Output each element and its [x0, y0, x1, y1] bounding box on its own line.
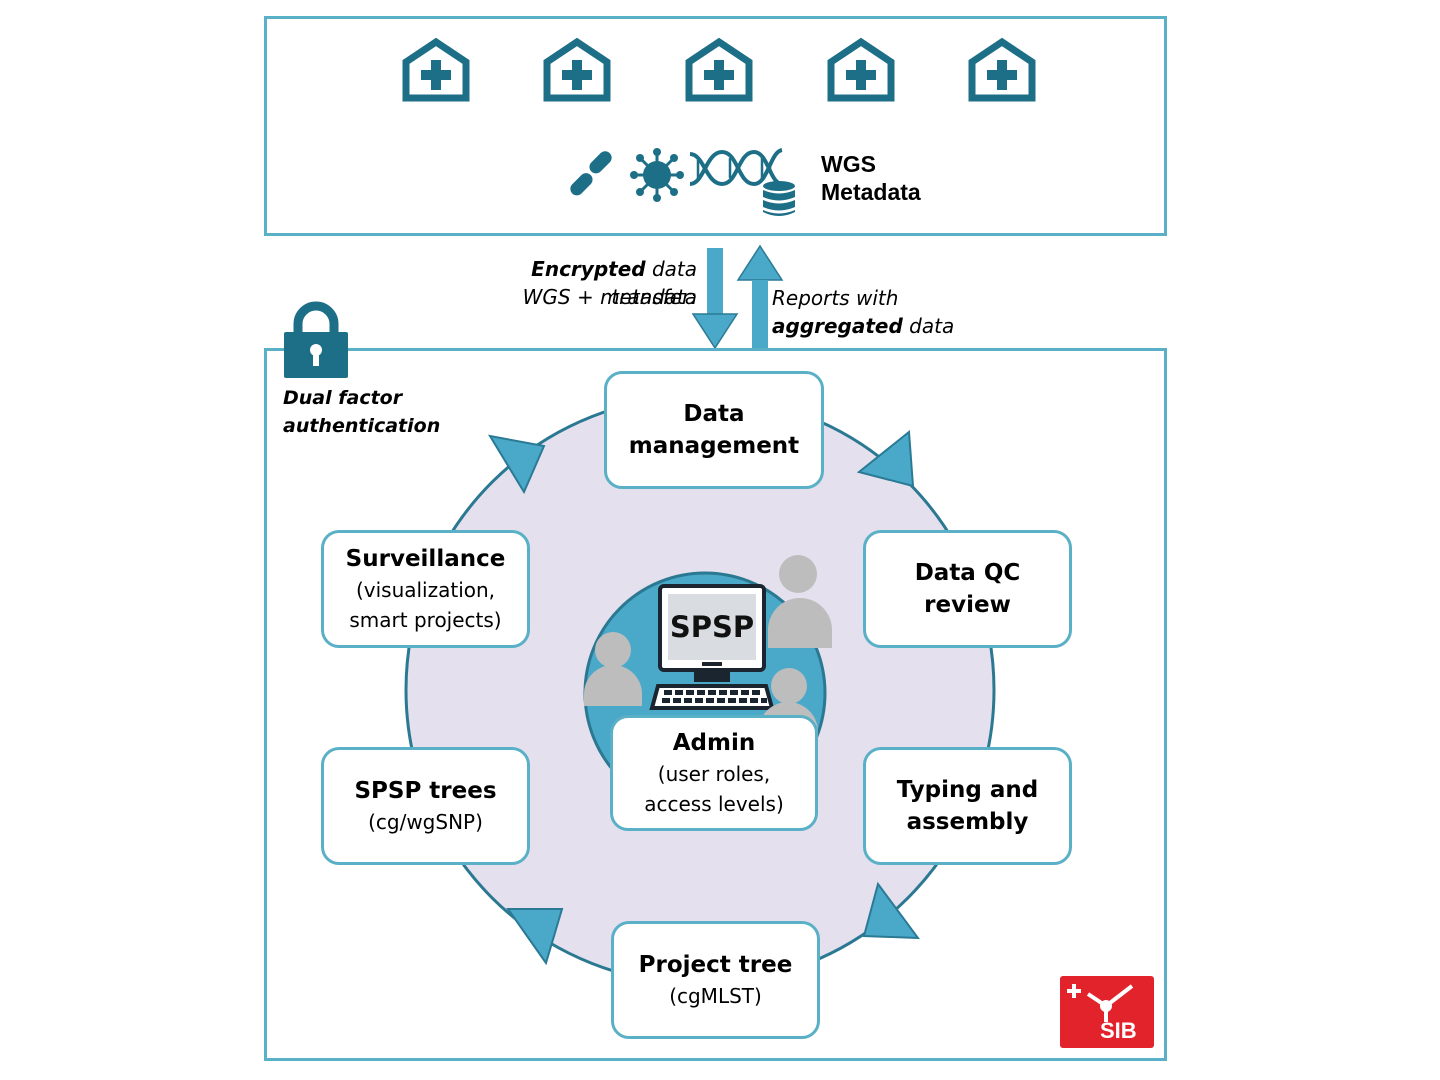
project-tree-box[interactable]: Project tree (cgMLST): [611, 921, 820, 1039]
spsp-trees-title: SPSP trees: [354, 778, 497, 804]
project-tree-subtitle: (cgMLST): [669, 984, 762, 1008]
arrow-up-icon: [736, 244, 784, 352]
wgs-label: WGS: [821, 151, 876, 177]
typing-assembly-box[interactable]: Typing and assembly: [863, 747, 1072, 865]
hospital-icon: [402, 37, 470, 102]
admin-subtitle: (user roles, access levels): [644, 762, 784, 816]
surveillance-subtitle: (visualization, smart projects): [349, 578, 502, 632]
metadata-label: Metadata: [821, 179, 921, 205]
typing-assembly-title: Typing and assembly: [896, 777, 1039, 835]
reports-label-rest: data: [902, 314, 955, 338]
hospital-icon: [968, 37, 1036, 102]
aggregated-label: aggregated: [772, 314, 903, 338]
user-icon: [584, 632, 642, 706]
transfer-down-label: Encrypted data transfer:: [440, 255, 697, 311]
sib-logo-text: SIB: [1100, 1018, 1137, 1043]
cycle-arrow-icon: [506, 908, 564, 966]
cycle-arrow-icon: [862, 881, 921, 940]
surveillance-box[interactable]: Surveillance (visualization, smart proje…: [321, 530, 530, 648]
admin-box[interactable]: Admin (user roles, access levels): [610, 715, 818, 831]
reports-label-2: aggregated data: [772, 312, 954, 340]
sib-logo-icon: [1060, 976, 1154, 1048]
spsp-screen-label: SPSP: [669, 610, 755, 644]
data-management-title: Data management: [628, 401, 800, 459]
spsp-trees-subtitle: (cg/wgSNP): [368, 810, 483, 834]
transfer-down-label-2: WGS + metadata: [522, 285, 697, 309]
transfer-label-rest: data transfer:: [611, 257, 697, 309]
data-qc-box[interactable]: Data QC review: [863, 530, 1072, 648]
hospital-icon: [685, 37, 753, 102]
user-icon: [768, 555, 832, 648]
lock-icon: [284, 301, 348, 378]
hospital-icon: [543, 37, 611, 102]
data-management-box[interactable]: Data management: [604, 371, 824, 489]
data-qc-title: Data QC review: [914, 560, 1021, 618]
dna-icon: [689, 148, 783, 187]
project-tree-title: Project tree: [638, 952, 793, 978]
reports-label: Reports with: [772, 286, 899, 310]
surveillance-title: Surveillance: [345, 546, 506, 572]
cycle-arrow-icon: [856, 430, 915, 488]
computer-icon: [649, 584, 775, 710]
cycle-arrow-icon: [487, 434, 546, 495]
admin-title: Admin: [672, 730, 756, 756]
bacteria-icon: [570, 151, 612, 196]
arrow-down-icon: [691, 248, 739, 350]
dual-factor-label: Dual factor: [283, 387, 403, 409]
database-icon: [763, 181, 795, 216]
encrypted-label: Encrypted: [531, 257, 646, 281]
spsp-trees-box[interactable]: SPSP trees (cg/wgSNP): [321, 747, 530, 865]
virus-icon: [630, 148, 684, 202]
hospital-icon: [827, 37, 895, 102]
authentication-label: authentication: [283, 415, 441, 437]
